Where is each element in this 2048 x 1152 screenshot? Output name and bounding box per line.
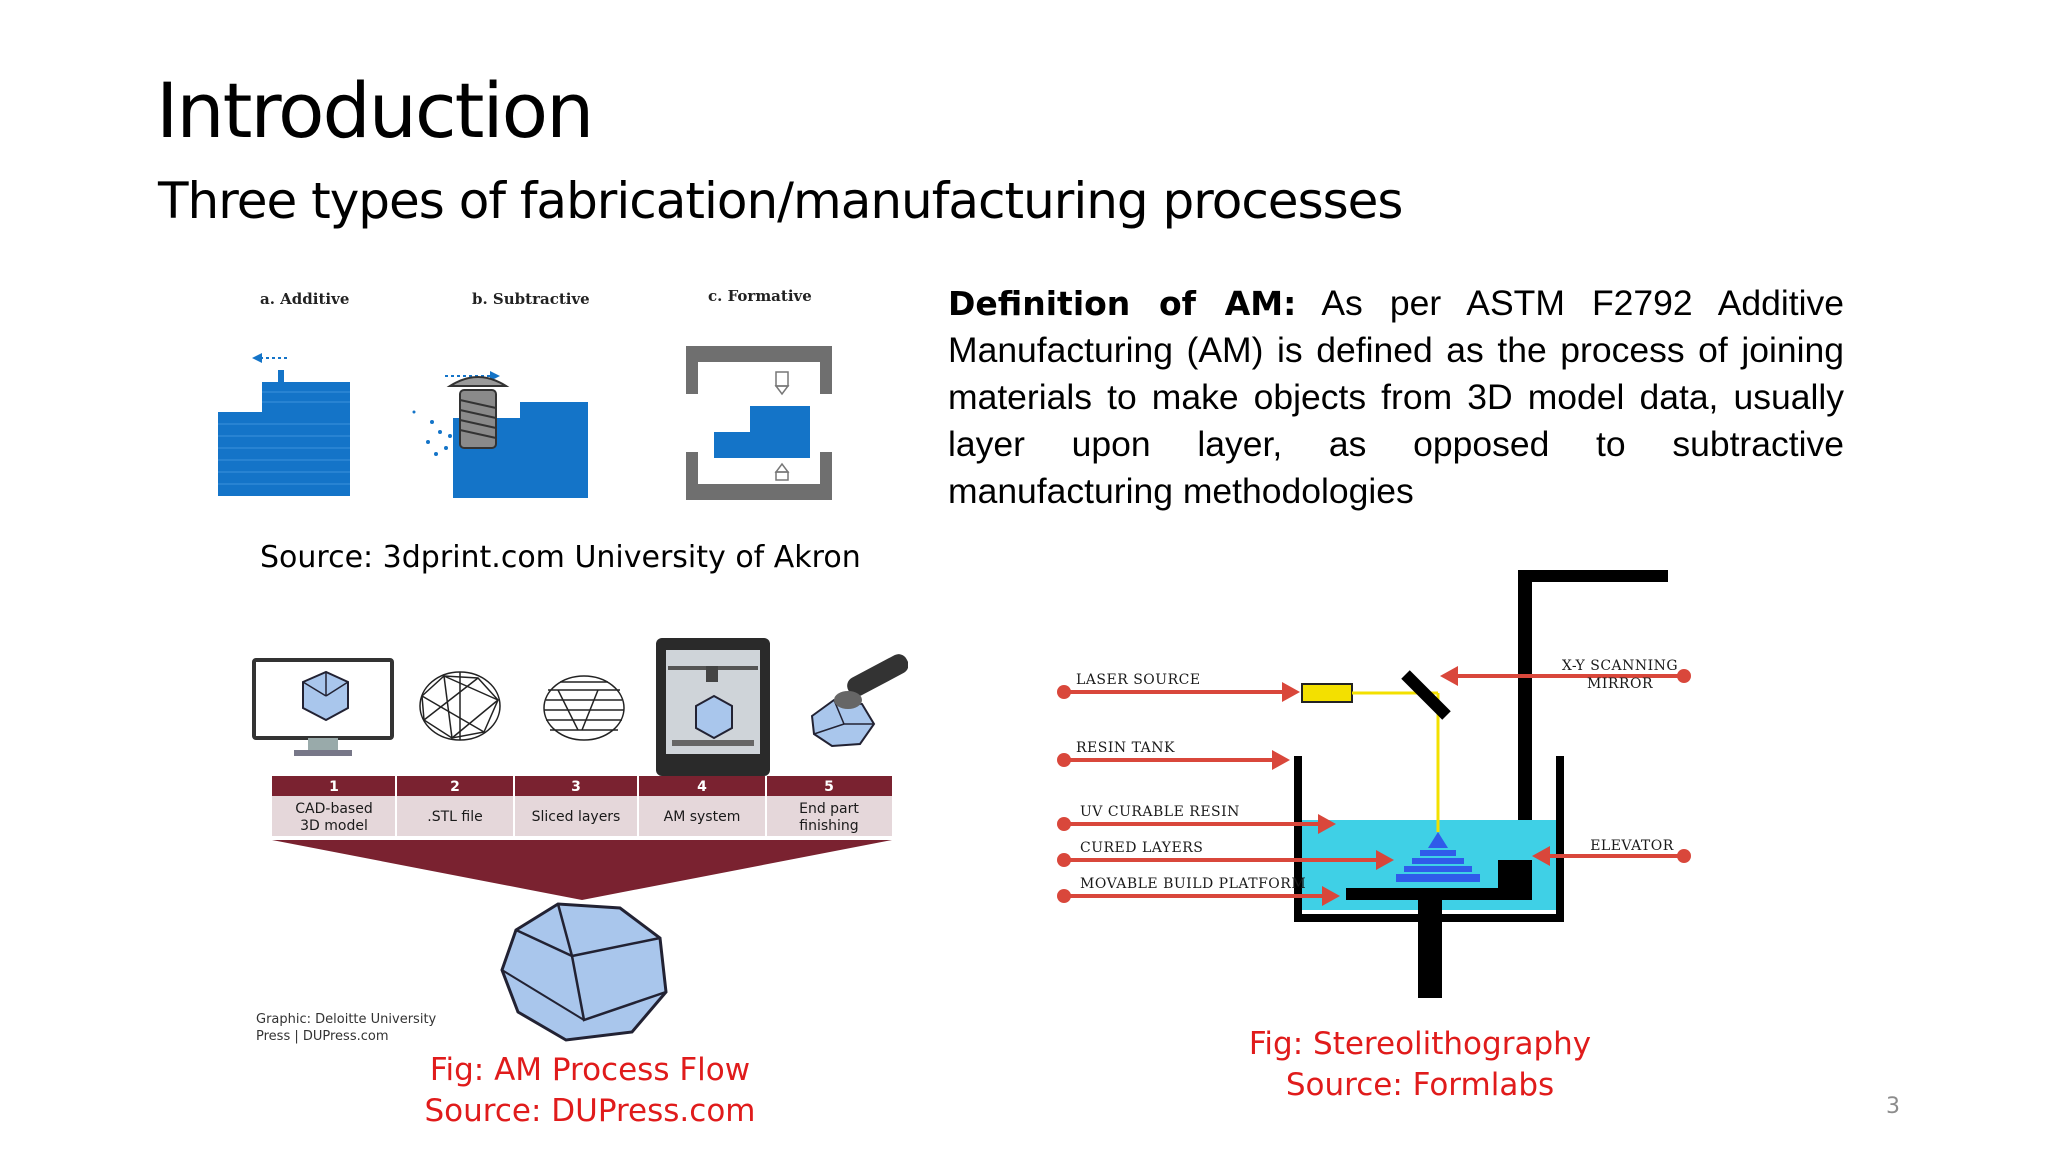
step-3-number: 3	[571, 779, 581, 795]
additive-diagram	[218, 353, 350, 496]
stereolithography-figure: LASER SOURCE RESIN TANK UV CURABLE RESIN…	[1057, 570, 1691, 998]
label-cured-layers: CURED LAYERS	[1080, 840, 1203, 856]
label-formative: c. Formative	[708, 287, 812, 305]
types-figure-source: Source: 3dprint.com University of Akron	[260, 540, 861, 575]
label-elevator: ELEVATOR	[1590, 838, 1674, 854]
flow-credit-line1: Graphic: Deloitte University	[256, 1012, 437, 1027]
sliced-layers-icon	[543, 675, 625, 741]
label-mirror-2: MIRROR	[1587, 676, 1653, 692]
page-number: 3	[1886, 1094, 1900, 1119]
step-5-number: 5	[824, 779, 834, 795]
sla-caption-title: Fig: Stereolithography	[1248, 1026, 1592, 1062]
step-1-number: 1	[329, 779, 339, 795]
step-4-label: AM system	[664, 809, 741, 825]
flow-caption-title: Fig: AM Process Flow	[429, 1052, 751, 1088]
flow-caption-source: Source: DUPress.com	[424, 1093, 756, 1129]
step-5-label: End part	[799, 801, 859, 817]
am-process-flow-figure: 1 2 3 4 5 CAD-based 3D model .STL file S…	[252, 638, 908, 1044]
definition-heading: Definition of AM:	[948, 284, 1297, 323]
step-1-label: CAD-based	[295, 801, 372, 817]
subtractive-diagram	[412, 371, 588, 498]
printer-icon	[656, 638, 770, 776]
slide-title: Introduction	[156, 66, 594, 155]
step-3-label: Sliced layers	[532, 809, 621, 825]
finishing-tool-icon	[810, 654, 908, 748]
formative-diagram	[686, 346, 832, 500]
label-subtractive: b. Subtractive	[472, 290, 590, 308]
stl-mesh-icon	[419, 671, 501, 741]
process-types-figure: a. Additive b. Subtractive c. Formative	[218, 287, 832, 500]
flow-caption: Fig: AM Process Flow Source: DUPress.com	[390, 1050, 790, 1132]
label-uv-resin: UV CURABLE RESIN	[1080, 804, 1240, 820]
monitor-icon	[252, 658, 394, 756]
sla-caption: Fig: Stereolithography Source: Formlabs	[1220, 1024, 1620, 1106]
final-part-icon	[500, 902, 668, 1042]
step-2-number: 2	[450, 779, 460, 795]
label-resin-tank: RESIN TANK	[1076, 740, 1175, 756]
flow-credit-line2: Press | DUPress.com	[256, 1029, 389, 1044]
label-laser-source: LASER SOURCE	[1076, 672, 1201, 688]
label-additive: a. Additive	[260, 290, 349, 308]
step-5-label-2: finishing	[799, 818, 858, 834]
sla-caption-source: Source: Formlabs	[1285, 1067, 1555, 1103]
label-mirror: X-Y SCANNING	[1562, 658, 1678, 674]
step-1-label-2: 3D model	[300, 818, 368, 834]
step-4-number: 4	[697, 779, 707, 795]
label-build-platform: MOVABLE BUILD PLATFORM	[1080, 876, 1306, 892]
step-2-label: .STL file	[427, 809, 482, 825]
slide-subtitle: Three types of fabrication/manufacturing…	[158, 172, 1403, 230]
am-definition: Definition of AM: As per ASTM F2792 Addi…	[948, 280, 1844, 515]
definition-body: As per ASTM F2792 Additive Manufacturing…	[948, 283, 1844, 511]
